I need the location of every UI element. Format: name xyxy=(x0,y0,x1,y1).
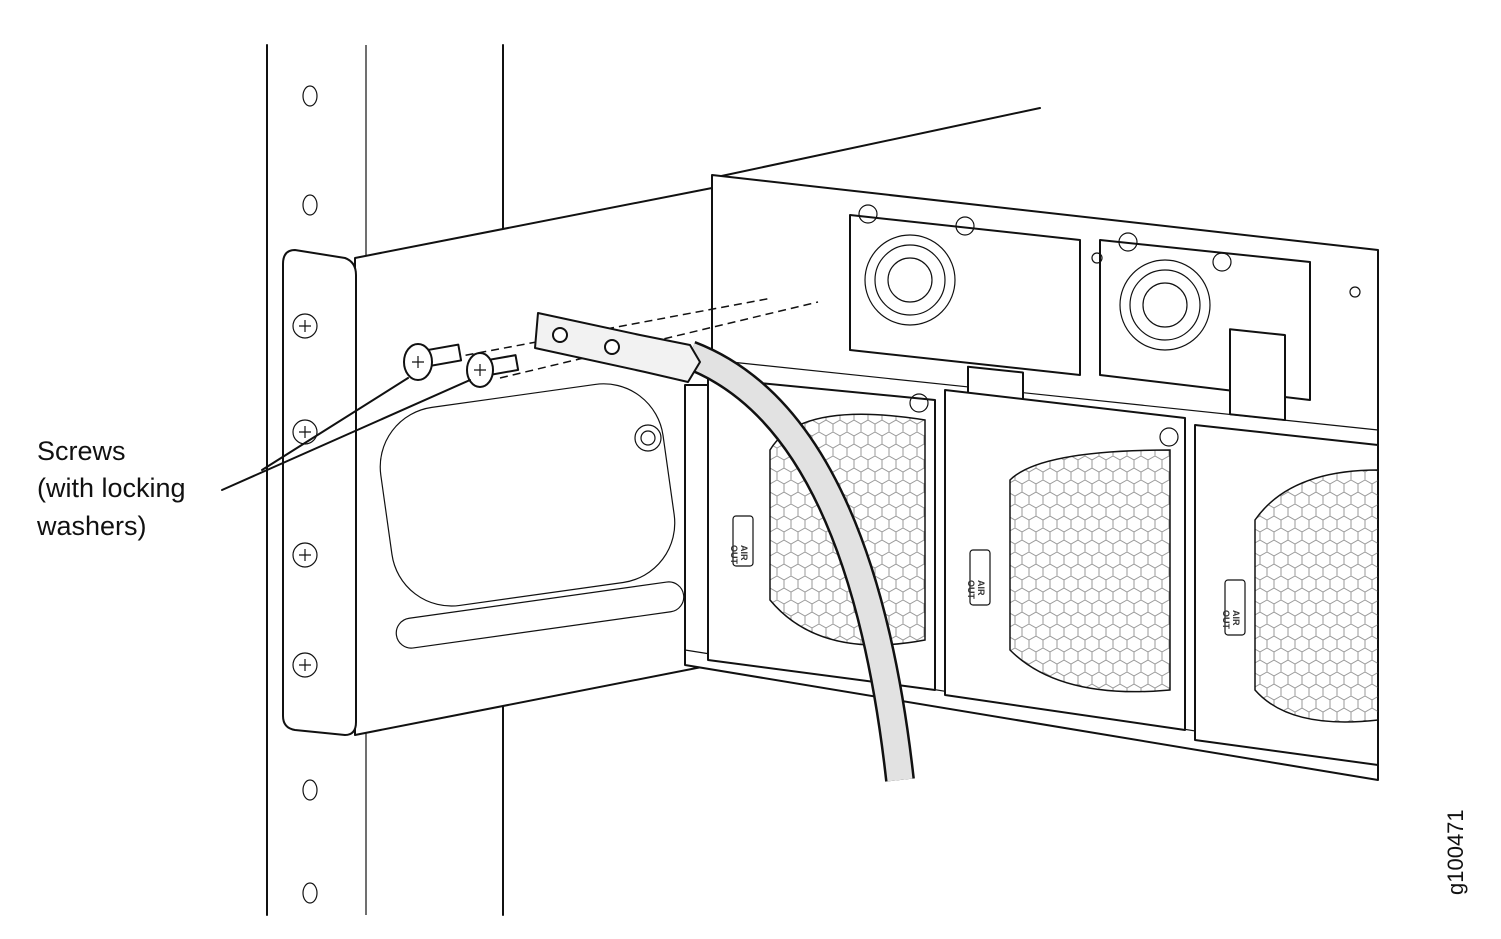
fan-tray: AIR OUT xyxy=(944,389,1186,731)
callout-label-line2: (with locking xyxy=(37,473,186,503)
chassis-top-edge xyxy=(711,107,1041,179)
callout-label-line1: Screws xyxy=(37,436,126,466)
rack-hole-icon xyxy=(302,85,318,904)
ground-cable xyxy=(684,340,915,782)
screw-icon xyxy=(403,343,463,381)
fan-tray: AIR OUT xyxy=(1194,424,1379,766)
screw-icon xyxy=(466,352,520,388)
callout-label-line3: washers) xyxy=(36,511,147,541)
chassis: AIR OUT AIR OUT AIR OUT xyxy=(684,174,1379,781)
fan-label-out: OUT xyxy=(729,545,739,565)
fan-label-air: AIR xyxy=(739,545,749,561)
fan-tray: AIR OUT xyxy=(707,377,936,691)
figure-id: g100471 xyxy=(1443,809,1468,895)
cable-lug xyxy=(534,312,701,383)
callout-leader xyxy=(221,377,471,491)
fan-label-out: OUT xyxy=(966,580,976,600)
fan-label-out: OUT xyxy=(1221,610,1231,630)
fan-label-air: AIR xyxy=(1231,610,1241,626)
fan-label-air: AIR xyxy=(976,580,986,596)
power-supply xyxy=(849,204,1361,459)
mounting-bracket xyxy=(282,187,824,736)
